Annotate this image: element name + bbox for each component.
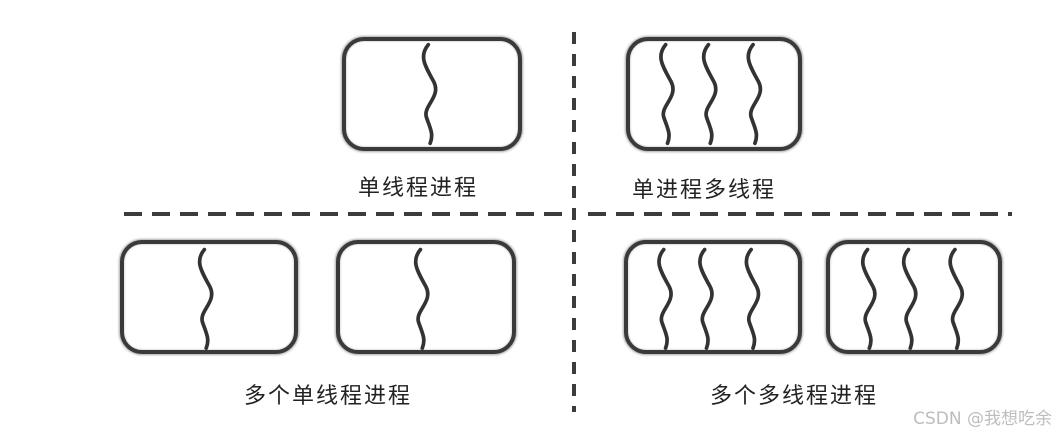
process-box-multi-thread-1 bbox=[624, 240, 802, 354]
process-box-multi-thread-2 bbox=[826, 240, 1002, 354]
process-box-single-thread bbox=[342, 37, 522, 151]
label-single-thread-process: 单线程进程 bbox=[358, 176, 479, 201]
process-box-multi-thread bbox=[626, 37, 802, 151]
process-box-single-thread-2 bbox=[336, 240, 516, 354]
process-box-single-thread-1 bbox=[120, 240, 298, 354]
horizontal-divider-left bbox=[124, 212, 574, 216]
label-multiple-single-thread-processes: 多个单线程进程 bbox=[244, 384, 413, 409]
watermark: CSDN @我想吃余 bbox=[913, 409, 1052, 429]
label-single-process-multi-thread: 单进程多线程 bbox=[632, 178, 777, 203]
vertical-divider bbox=[572, 32, 576, 412]
label-multiple-multi-thread-processes: 多个多线程进程 bbox=[710, 384, 879, 409]
horizontal-divider-right bbox=[588, 212, 1012, 216]
